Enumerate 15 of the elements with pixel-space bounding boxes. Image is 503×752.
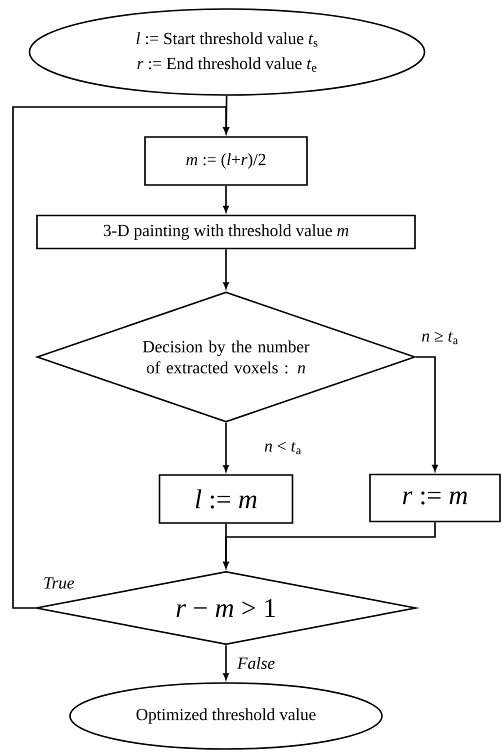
process-box: l := m (158, 474, 294, 524)
arrow (223, 186, 229, 212)
edge-label: False (236, 656, 276, 670)
edge-label: n < t$_{a}$ (263, 440, 303, 456)
arrow (12, 106, 229, 609)
arrow (416, 356, 438, 472)
arrow (223, 522, 436, 568)
process-box: m := (l+r)/2 (144, 136, 308, 186)
process-box: r := m (369, 474, 501, 522)
arrow (223, 422, 229, 472)
arrow (223, 645, 229, 680)
edge-label: n ≥ t$_{a}$ (420, 330, 460, 346)
process-box: 3-D painting with threshold value m (36, 214, 416, 250)
edge-label: True (42, 576, 76, 590)
arrow (223, 249, 229, 289)
